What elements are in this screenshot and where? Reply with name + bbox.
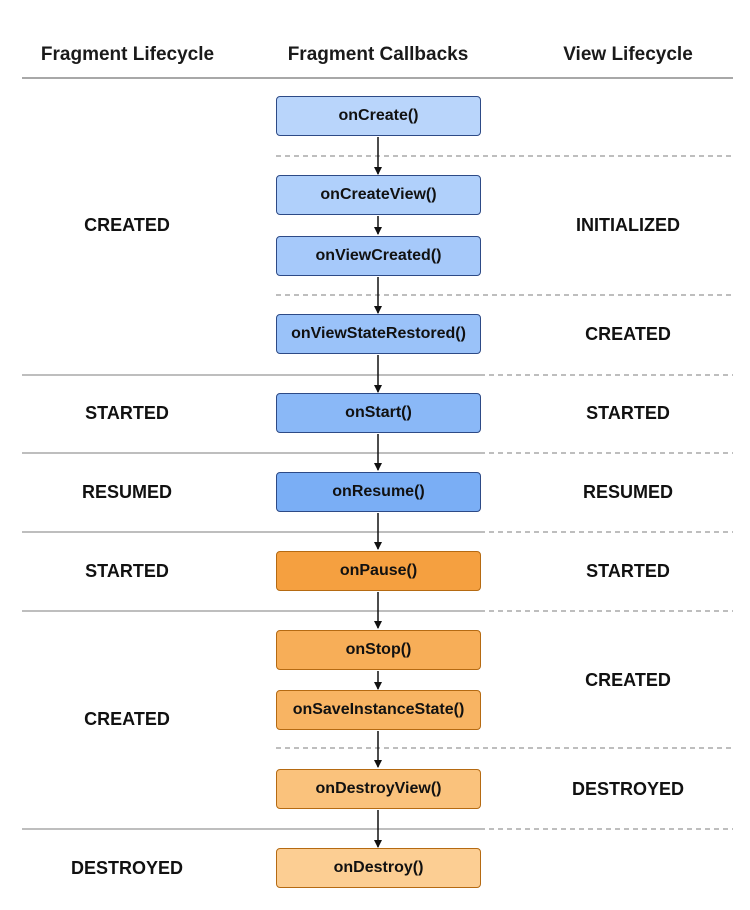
fragment-state-destroyed: DESTROYED [70,858,184,878]
callback-on-destroy-view: onDestroyView() [276,769,481,809]
view-state-started: STARTED [586,561,670,581]
callback-on-stop: onStop() [276,630,481,670]
view-state-resumed: RESUMED [582,482,673,502]
view-state-initialized: INITIALIZED [576,215,680,235]
view-state-destroyed: DESTROYED [571,779,685,799]
callback-on-start: onStart() [276,393,481,433]
callback-on-destroy: onDestroy() [276,848,481,888]
header-fragment-callbacks: Fragment Callbacks [287,44,469,65]
callback-on-create: onCreate() [276,96,481,136]
callback-on-view-state-restored: onViewStateRestored() [276,314,481,354]
header-view-lifecycle: View Lifecycle [563,44,693,65]
view-state-created: CREATED [585,670,671,690]
view-state-created: CREATED [585,324,671,344]
callback-on-save-instance-state: onSaveInstanceState() [276,690,481,730]
callback-on-pause: onPause() [276,551,481,591]
callback-on-create-view: onCreateView() [276,175,481,215]
view-state-started: STARTED [586,403,670,423]
fragment-state-resumed: RESUMED [81,482,172,502]
header-fragment-lifecycle: Fragment Lifecycle [40,44,215,65]
fragment-state-started: STARTED [85,403,169,423]
fragment-state-created: CREATED [84,215,170,235]
callback-on-resume: onResume() [276,472,481,512]
fragment-state-started: STARTED [85,561,169,581]
callback-on-view-created: onViewCreated() [276,236,481,276]
fragment-state-created: CREATED [84,709,170,729]
